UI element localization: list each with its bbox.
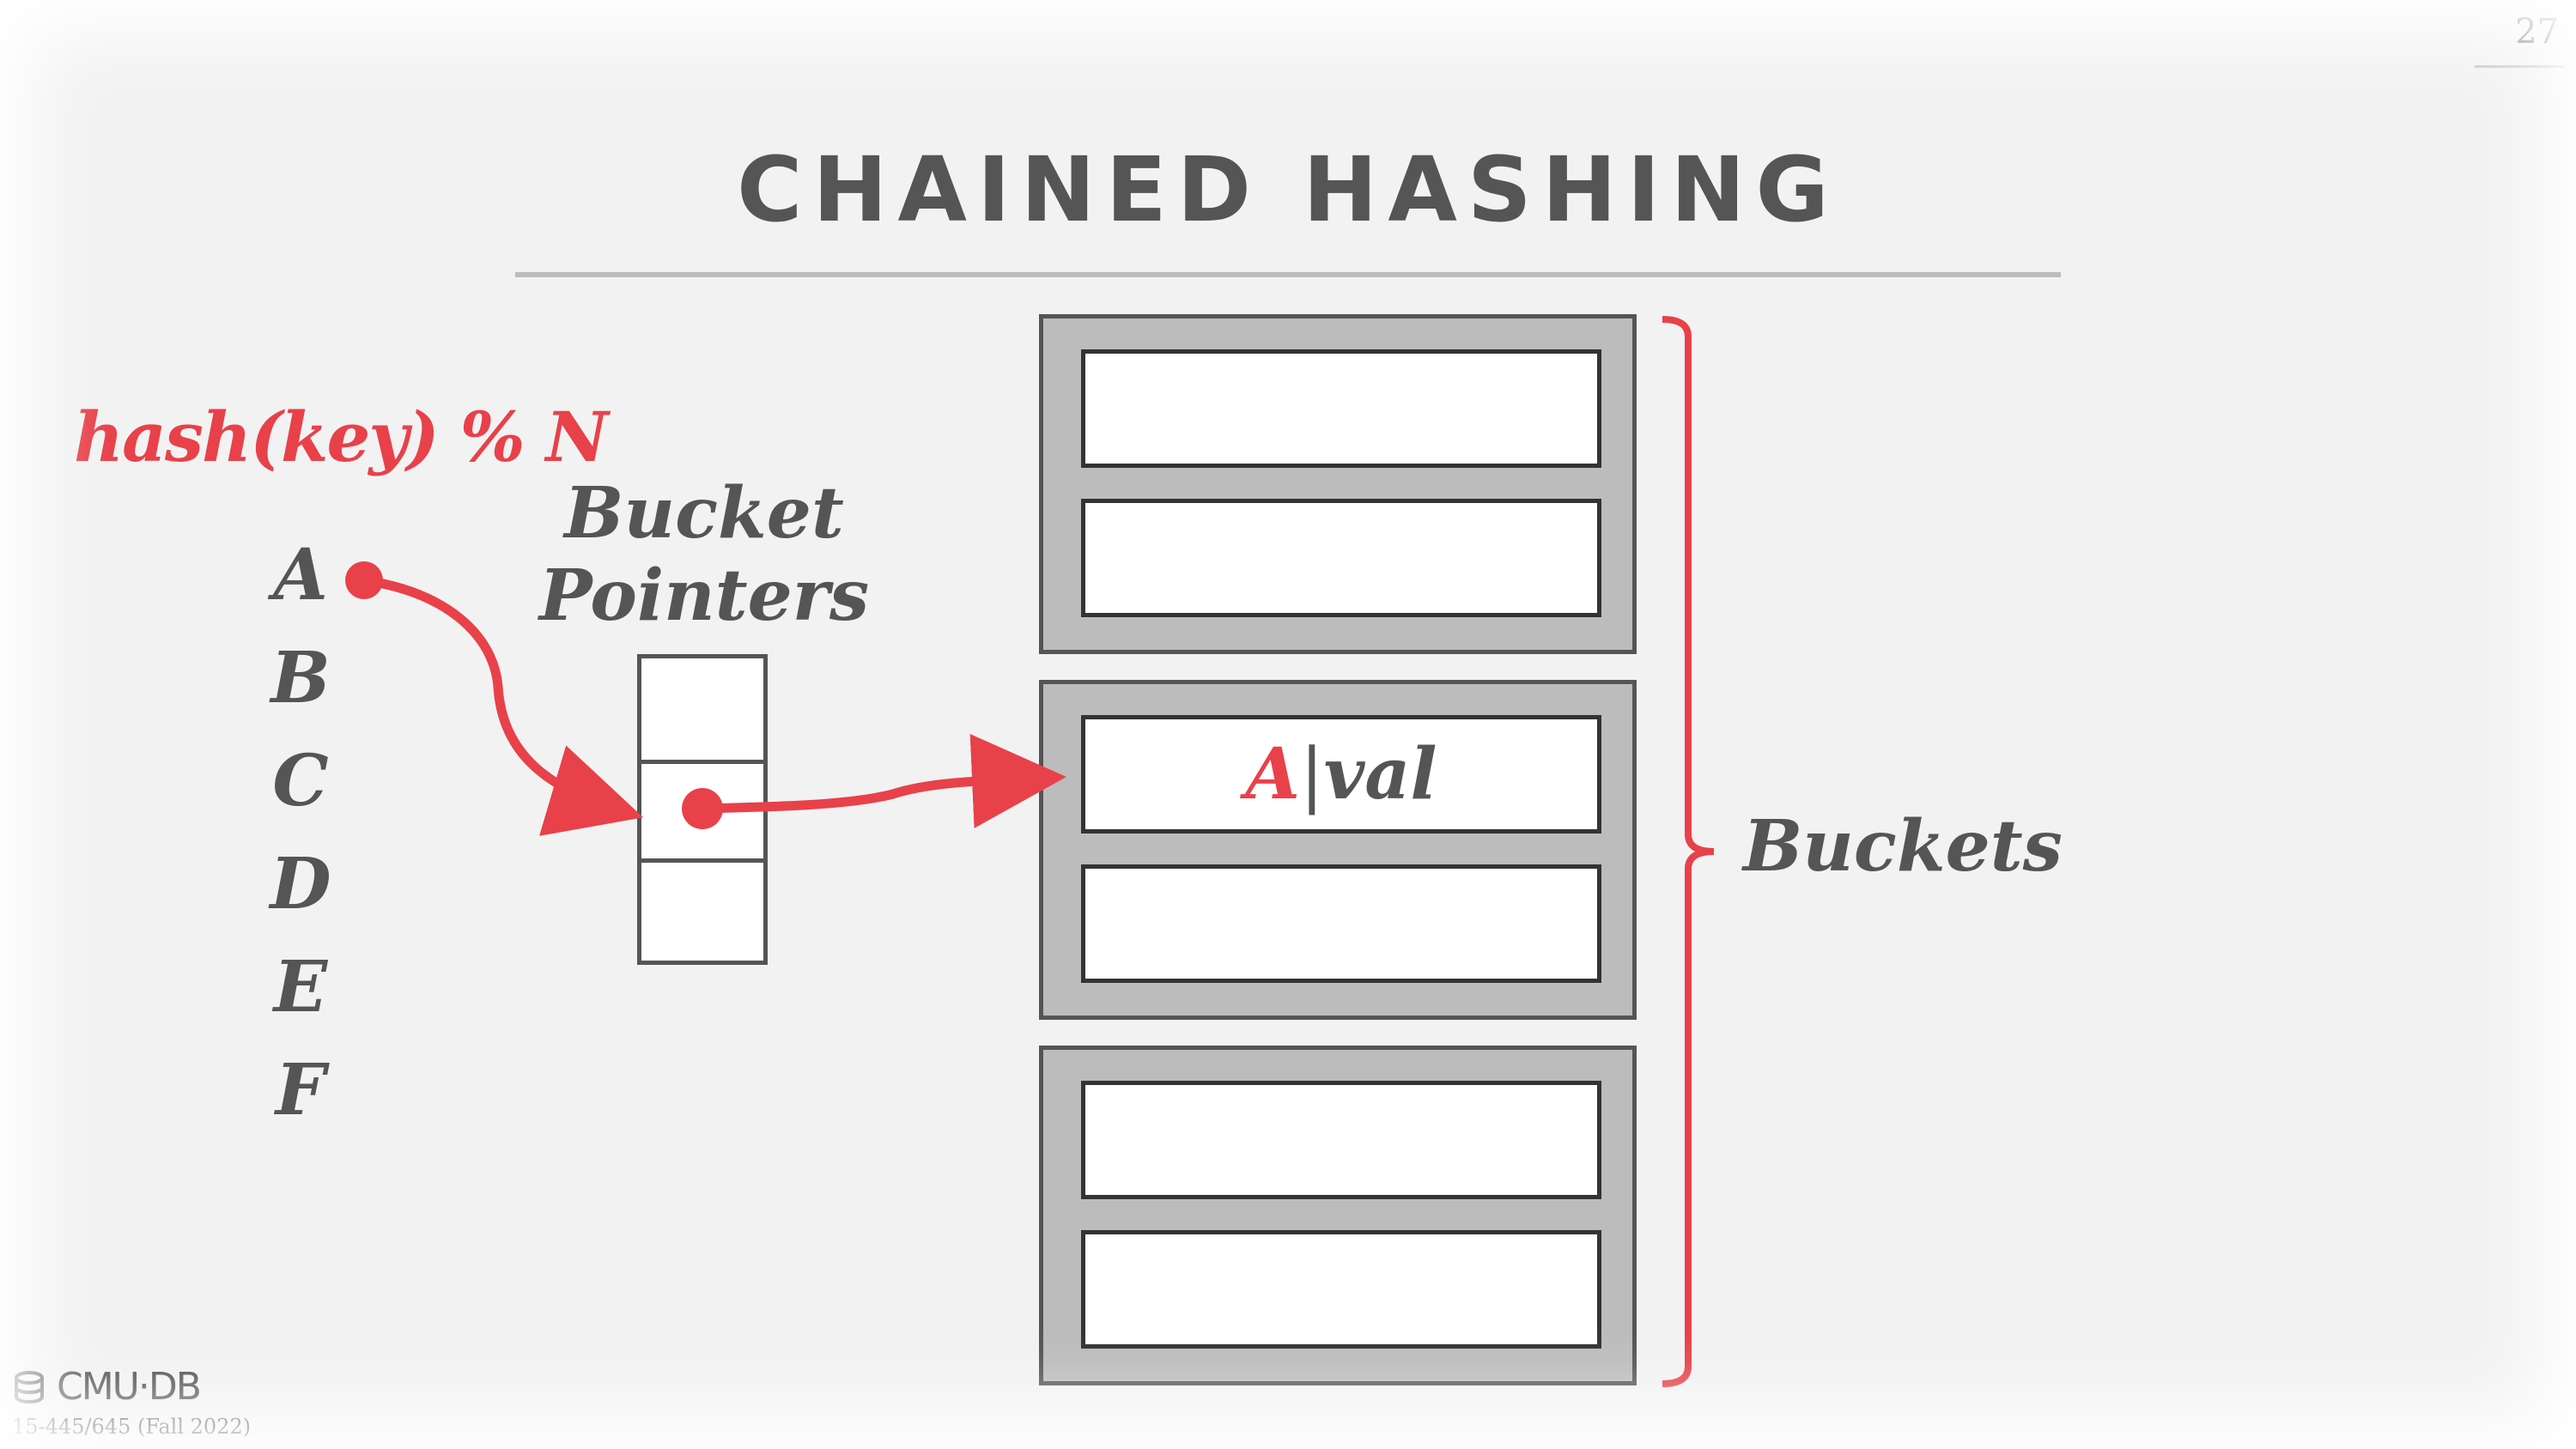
- bucket-pointers-label-line1: Bucket: [564, 472, 844, 555]
- entry-key: A: [1245, 733, 1301, 815]
- entry: A|val: [1085, 719, 1597, 829]
- bucket-pointer-cell: [641, 760, 763, 863]
- hash-arrow: [345, 561, 644, 836]
- bucket-slot: [1081, 1081, 1601, 1199]
- bucket-pointers-label-line2: Pointers: [538, 555, 870, 637]
- hash-formula: hash(key) % N: [74, 397, 609, 477]
- page-number-rule: [2475, 65, 2564, 68]
- database-icon: [15, 1371, 44, 1404]
- key-b: B: [270, 637, 331, 719]
- key-e: E: [273, 946, 328, 1028]
- bucket-pointers-label: Bucket Pointers: [515, 472, 893, 637]
- bucket-slot: [1081, 1230, 1601, 1349]
- key-f: F: [275, 1049, 326, 1131]
- key-d: D: [270, 843, 331, 925]
- bucket: [1039, 314, 1637, 654]
- page-number: 27: [2515, 12, 2559, 52]
- brand-name: CMU·DB: [57, 1365, 202, 1409]
- key-c: C: [272, 740, 329, 822]
- buckets-label: Buckets: [1743, 805, 2063, 888]
- entry-separator: |: [1300, 734, 1324, 815]
- course-label: 15-445/645 (Fall 2022): [12, 1415, 252, 1439]
- key-a: A: [273, 534, 328, 616]
- bucket-slot: [1081, 499, 1601, 617]
- pointer-arrow: [682, 733, 1066, 829]
- buckets-brace: [1662, 316, 1715, 1387]
- title-underline: [515, 272, 2061, 277]
- bucket-slot-filled: A|val: [1081, 715, 1601, 834]
- slide-title: CHAINED HASHING: [737, 137, 1839, 242]
- bucket-slot: [1081, 864, 1601, 983]
- pointer-arrow-path: [697, 733, 1066, 828]
- hash-arrow-path: [359, 575, 644, 836]
- brand-logo: CMU·DB: [12, 1365, 202, 1409]
- bucket: [1039, 1046, 1637, 1385]
- entry-value: val: [1323, 733, 1437, 815]
- bucket: A|val: [1039, 680, 1637, 1020]
- bucket-slot: [1081, 349, 1601, 468]
